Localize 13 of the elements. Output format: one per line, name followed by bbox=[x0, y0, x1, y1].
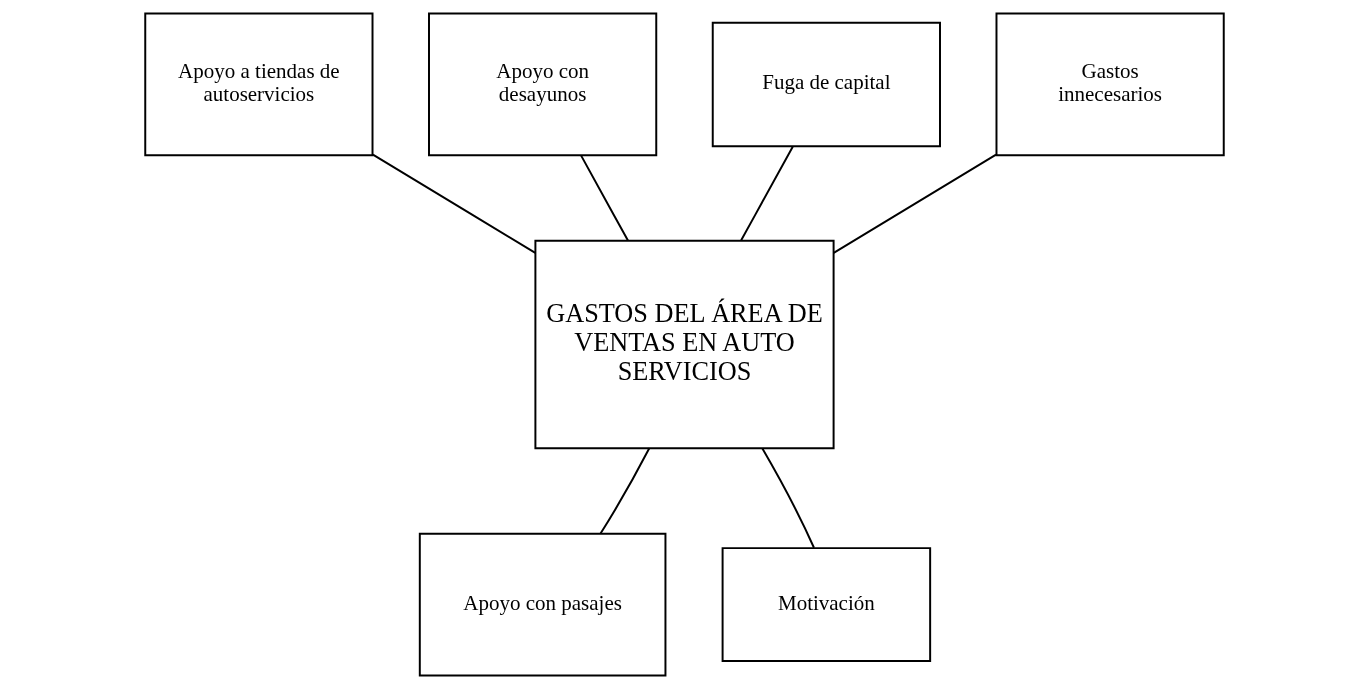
connector bbox=[740, 145, 794, 242]
connector bbox=[599, 447, 651, 535]
connector bbox=[580, 154, 629, 242]
node-box: Fuga de capital bbox=[711, 21, 941, 148]
connector bbox=[832, 153, 998, 254]
node-box: GASTOS DEL ÁREA DE VENTAS EN AUTO SERVICIOS bbox=[534, 239, 835, 450]
node-box: Apoyo con pasajes bbox=[418, 532, 667, 677]
connector bbox=[761, 447, 815, 549]
connector bbox=[371, 153, 537, 254]
node-box: Apoyo con desayunos bbox=[428, 12, 658, 157]
node-box: Gastos innecesarios bbox=[995, 12, 1225, 157]
node-box: Apoyo a tiendas de autoservicios bbox=[144, 12, 374, 157]
node-box: Motivación bbox=[721, 547, 932, 663]
